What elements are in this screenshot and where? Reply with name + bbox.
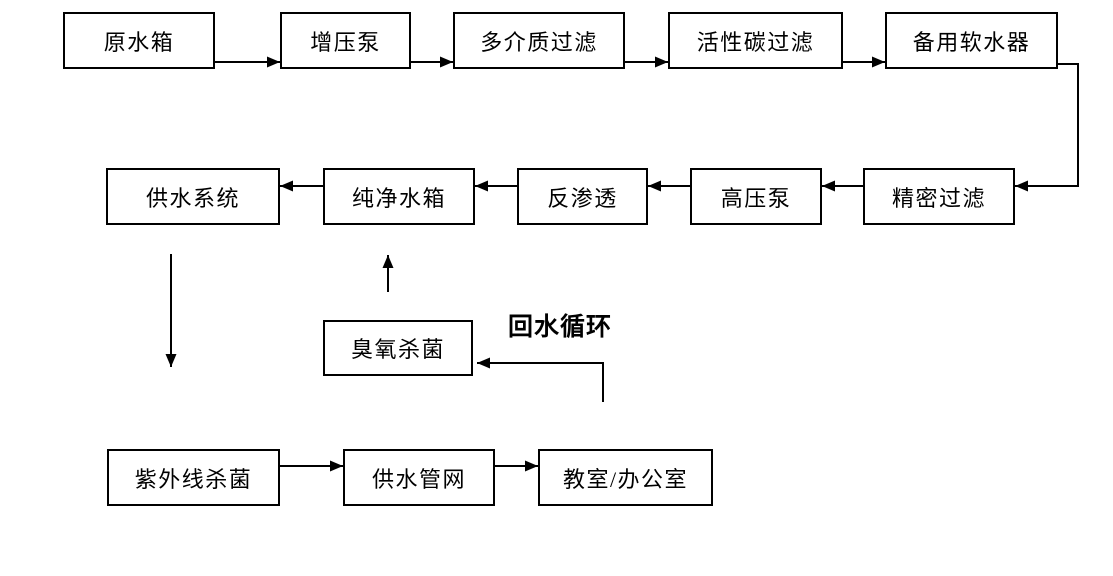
return-water-circulation-label: 回水循环 <box>508 313 613 341</box>
node-raw-water-tank: 原水箱 <box>63 12 215 69</box>
node-label: 原水箱 <box>103 29 175 55</box>
node-label: 活性碳过滤 <box>696 29 815 55</box>
node-backup-water-softener: 备用软水器 <box>885 12 1058 69</box>
node-high-pressure-pump: 高压泵 <box>690 168 822 225</box>
node-ozone-sterilizer: 臭氧杀菌 <box>323 320 473 376</box>
edge-backup-water-softener-to-precision-filter <box>1015 63 1079 192</box>
node-label: 备用软水器 <box>912 29 1031 55</box>
node-label: 臭氧杀菌 <box>350 337 445 362</box>
edge-classroom-office-to-ozone-sterilizer <box>477 357 604 402</box>
node-pure-water-tank: 纯净水箱 <box>323 168 475 225</box>
node-activated-carbon-filter: 活性碳过滤 <box>668 12 843 69</box>
node-water-supply-system: 供水系统 <box>106 168 280 225</box>
node-reverse-osmosis: 反渗透 <box>517 168 648 225</box>
node-multimedia-filter: 多介质过滤 <box>453 12 625 69</box>
node-precision-filter: 精密过滤 <box>863 168 1015 225</box>
node-label: 精密过滤 <box>891 185 986 211</box>
node-label: 供水管网 <box>371 466 466 492</box>
node-label: 增压泵 <box>310 29 381 55</box>
node-classroom-office: 教室/办公室 <box>538 449 713 506</box>
node-label: 供水系统 <box>145 185 240 211</box>
node-label: 多介质过滤 <box>480 29 598 55</box>
node-label: 反渗透 <box>547 185 618 211</box>
node-booster-pump: 增压泵 <box>280 12 411 69</box>
node-label: 紫外线杀菌 <box>134 466 253 492</box>
node-label: 纯净水箱 <box>351 185 446 211</box>
node-label: 高压泵 <box>720 185 792 211</box>
node-label: 教室/办公室 <box>562 466 689 492</box>
node-supply-pipe-network: 供水管网 <box>343 449 495 506</box>
node-uv-sterilizer: 紫外线杀菌 <box>107 449 280 506</box>
